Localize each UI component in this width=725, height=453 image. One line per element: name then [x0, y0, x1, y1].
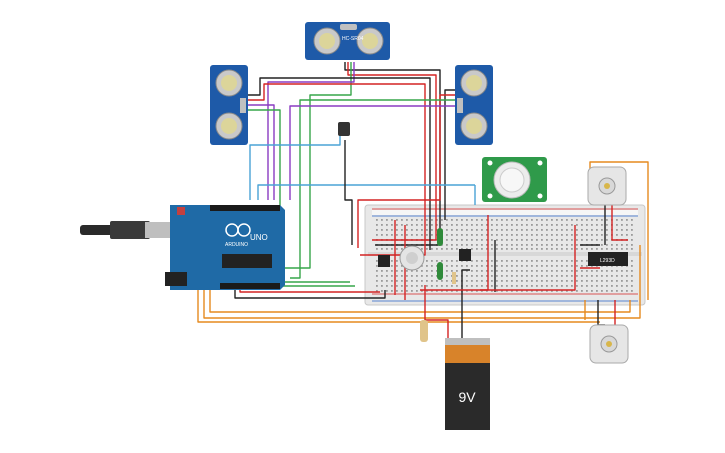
board-name: UNO	[250, 233, 268, 242]
wire-red	[424, 285, 449, 340]
power-jack	[165, 272, 187, 286]
dc-motor-top	[587, 166, 627, 206]
wire-red	[611, 205, 628, 241]
resistors	[420, 272, 456, 342]
motor-driver-chip: L293D	[588, 252, 628, 266]
transistor-left	[378, 255, 390, 267]
wire-purple	[248, 104, 275, 200]
arduino-board: UNO ARDUINO	[80, 205, 285, 290]
ultrasonic-label: HC-SR04	[342, 36, 364, 42]
wire-red	[347, 62, 437, 241]
wire-black	[344, 140, 353, 245]
wire-blue	[257, 184, 475, 200]
wire-black	[344, 62, 441, 246]
reset-button	[177, 207, 185, 215]
led-green	[437, 228, 443, 280]
usb-plug	[145, 222, 170, 238]
transistor-right	[459, 249, 471, 261]
battery-9v: 9V	[445, 338, 490, 430]
board-brand: ARDUINO	[225, 242, 248, 248]
buzzer	[399, 245, 425, 271]
wire-red	[480, 225, 576, 291]
ultrasonic-sensor-left	[210, 65, 248, 145]
atmega-chip	[222, 254, 272, 268]
wire-blue	[249, 135, 341, 200]
dc-motor-bottom	[589, 324, 629, 364]
wire-purple	[289, 105, 455, 200]
pir-sensor	[482, 157, 547, 202]
digital-header	[210, 205, 280, 211]
photoresistor	[338, 122, 350, 136]
ultrasonic-sensor-right	[455, 65, 493, 145]
ultrasonic-sensor-top: HC-SR04	[305, 22, 390, 60]
wire-black	[248, 77, 431, 250]
battery-label: 9V	[458, 389, 476, 405]
wire-green	[285, 62, 352, 269]
wire-black	[461, 269, 470, 340]
wire-black	[234, 288, 386, 299]
wire-purple	[267, 62, 355, 200]
driver-label: L293D	[600, 258, 615, 264]
analog-header	[220, 283, 280, 289]
wire-green	[290, 99, 455, 279]
wire-black	[444, 89, 455, 220]
wire-red	[357, 94, 455, 248]
